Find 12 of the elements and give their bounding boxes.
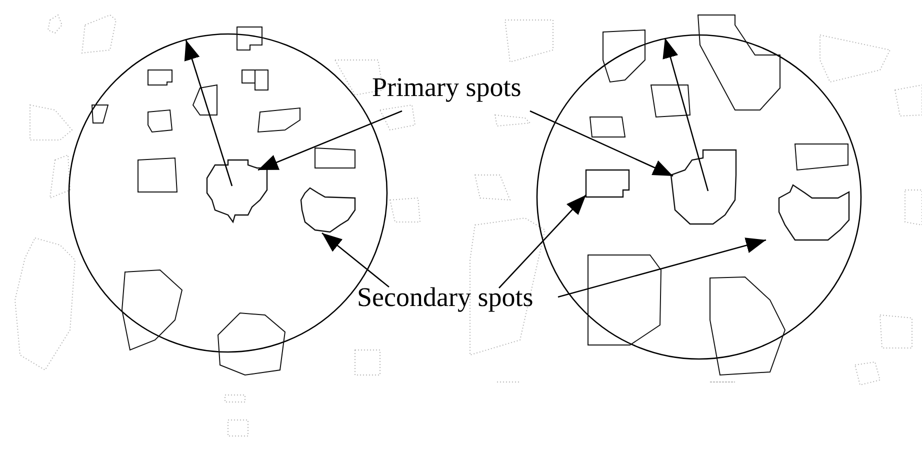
spot-outline xyxy=(206,159,268,224)
leader-line xyxy=(530,110,674,177)
leader-line xyxy=(498,194,586,288)
leader-line xyxy=(558,238,766,298)
spot-outline xyxy=(300,187,356,233)
spot-outline xyxy=(778,184,850,241)
spot-outline xyxy=(585,169,630,198)
leader-line xyxy=(258,110,402,171)
leader-line xyxy=(322,232,390,288)
callout-label: Primary spots xyxy=(372,72,522,102)
spot-outline xyxy=(670,149,737,225)
callout-label: Secondary spots xyxy=(357,282,534,312)
